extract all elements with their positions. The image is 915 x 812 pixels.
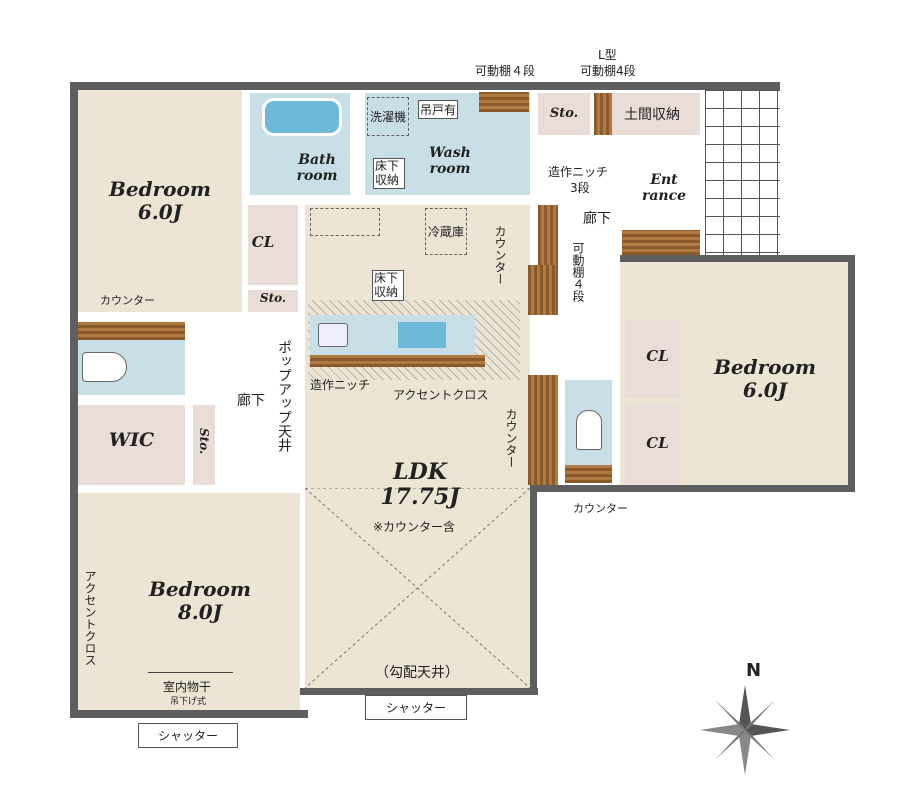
- wall: [300, 688, 538, 695]
- wic-label: WIC: [108, 429, 155, 451]
- stove-icon: [318, 323, 348, 347]
- accent-cloth-label: アクセントクロス: [83, 570, 97, 666]
- wall: [530, 485, 537, 695]
- shelf-label: 可動棚4段: [580, 64, 636, 78]
- hallway-label: 廊下: [237, 393, 265, 409]
- niche-label: 3段: [570, 181, 590, 195]
- storage: [248, 290, 298, 312]
- entrance-step: [622, 230, 700, 255]
- room-size: 17.75J: [380, 484, 460, 511]
- storage: [538, 93, 590, 135]
- sink-icon: [398, 322, 446, 348]
- wall: [530, 82, 780, 90]
- room-size: 8.0J: [177, 600, 223, 624]
- counter-label: カウンター: [504, 408, 518, 468]
- storage-label: Sto.: [549, 106, 579, 121]
- room-name: Bedroom: [109, 177, 211, 201]
- underfloor-storage-label: 床下収納: [373, 158, 405, 189]
- fridge-label: 冷蔵庫: [425, 208, 468, 255]
- counter: [528, 375, 558, 485]
- bathroom-label: Bath room: [296, 152, 338, 185]
- closet-label: CL: [251, 233, 275, 251]
- hanging-cabinet-label: 吊戸有: [418, 100, 459, 119]
- drying-rod: [148, 672, 233, 673]
- hallway-label: 廊下: [583, 211, 611, 227]
- niche-label: 造作ニッチ: [310, 378, 371, 392]
- popup-ceiling-label: ポップアップ天井: [276, 340, 292, 452]
- room-name: LDK: [393, 459, 447, 485]
- north-label: N: [746, 660, 762, 681]
- counter-label: カウンター: [573, 502, 628, 515]
- porch-tiles: [705, 90, 780, 255]
- wall: [70, 82, 78, 718]
- indoor-drying-label: 室内物干: [163, 680, 212, 694]
- doma-storage: [612, 93, 700, 135]
- wash-room-label: Wash room: [429, 145, 471, 178]
- room-size: 6.0J: [137, 200, 183, 224]
- closet: [625, 405, 680, 485]
- accent-cloth-label: アクセントクロス: [393, 388, 489, 402]
- wall: [70, 82, 540, 90]
- niche-label: 造作ニッチ: [548, 165, 609, 179]
- shelf: [594, 93, 612, 135]
- room-size: 6.0J: [742, 378, 788, 402]
- shelf-label: L型: [598, 48, 617, 62]
- toilet-icon: [576, 410, 602, 450]
- ceiling-area: [310, 208, 380, 236]
- toilet-icon: [82, 352, 127, 382]
- counter-label: カウンター: [493, 225, 507, 285]
- wall: [848, 255, 855, 492]
- indoor-drying-label: 吊下げ式: [170, 697, 207, 707]
- entrance: [628, 145, 700, 230]
- compass-icon: [700, 685, 790, 775]
- sloped-ceiling-label: （勾配天井）: [375, 665, 459, 681]
- wall: [70, 710, 308, 718]
- doma-storage-label: 土間収納: [624, 107, 680, 123]
- bedroom-3: [78, 493, 300, 710]
- counter: [528, 265, 556, 315]
- entrance-label: Ent rance: [641, 172, 687, 205]
- closet: [248, 205, 298, 285]
- closet-label: CL: [646, 347, 669, 365]
- storage: [193, 405, 215, 485]
- room-name: Bedroom: [714, 355, 816, 379]
- shutter-label: シャッター: [365, 695, 467, 720]
- storage-label: Sto.: [259, 291, 287, 305]
- closet-label: CL: [646, 434, 669, 452]
- ldk-note: ※カウンター含: [373, 520, 456, 534]
- bedroom-1: [78, 90, 242, 312]
- wall: [612, 255, 855, 262]
- walk-in-closet: [78, 405, 185, 485]
- counter: [78, 322, 185, 340]
- shelf-label: 可動棚４段: [571, 242, 585, 302]
- counter-label: カウンター: [100, 294, 155, 307]
- underfloor-storage-label: 床下収納: [372, 270, 404, 301]
- storage-label: Sto.: [196, 428, 211, 455]
- counter: [565, 465, 612, 483]
- sloped-ceiling-lines: [305, 488, 530, 688]
- washer-label: 洗濯機: [367, 97, 410, 136]
- bathtub-icon: [262, 98, 342, 136]
- room-name: Bedroom: [149, 577, 251, 601]
- closet: [625, 320, 680, 398]
- shelf: [479, 92, 529, 112]
- shutter-label: シャッター: [138, 723, 238, 748]
- niche-shelf: [310, 355, 485, 367]
- wall: [530, 485, 855, 492]
- shelf-label: 可動棚４段: [475, 64, 536, 78]
- ldk: [305, 205, 530, 688]
